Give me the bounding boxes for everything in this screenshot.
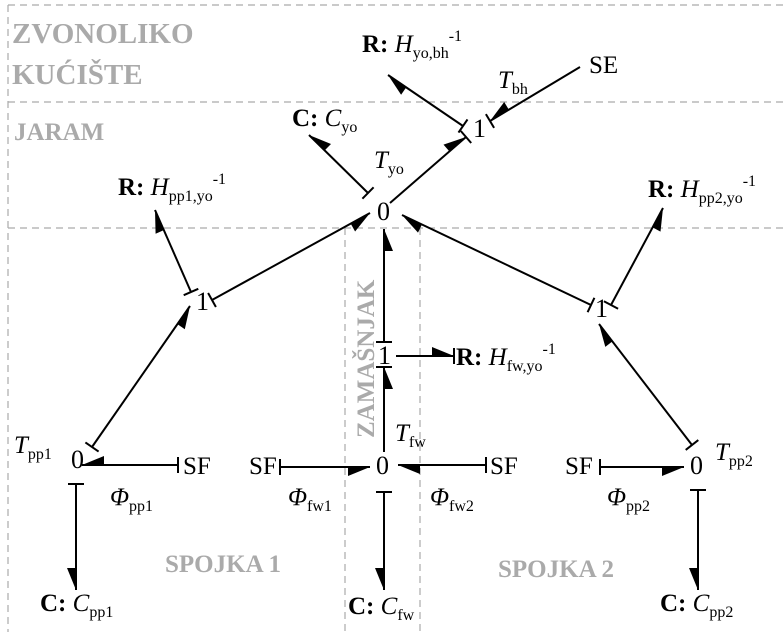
bond-0pp2-to-1right [598, 323, 699, 451]
junction-0-pp1: 0 [71, 445, 84, 474]
causal-stroke [207, 292, 217, 308]
bond-half-arrow [388, 75, 407, 95]
capacitor-flywheel-label: C: Cfw [348, 593, 415, 624]
resistor-pp1-label: R: Hpp1,yo-1 [118, 171, 226, 205]
effort-source-label: SE [589, 52, 618, 79]
flux-pp2-label: Φpp2 [607, 484, 650, 515]
torque-yoke-label: Tyo [374, 147, 404, 178]
bond-1top-to-r-bh [387, 74, 469, 134]
bond-half-arrow [155, 210, 164, 234]
flow-source-1: SF [183, 453, 211, 480]
bond-1mid-to-r-fw [396, 347, 455, 364]
flow-source-2: SF [249, 453, 277, 480]
bond-half-arrow [384, 229, 393, 251]
causal-stroke [361, 186, 375, 200]
bond-sf2-to-0fw [279, 459, 370, 476]
region-clutch2: SPOJKA 2 [498, 556, 614, 583]
bond-line [154, 209, 192, 293]
causal-stroke [603, 300, 619, 310]
region-clutch1: SPOJKA 1 [165, 551, 281, 578]
bond-0center-to-c-yo [308, 134, 375, 200]
bond-0pp1-to-c-pp1 [67, 483, 84, 590]
bond-sf3-to-0fw [398, 457, 487, 474]
causal-stroke [457, 118, 469, 134]
torque-pp1-label: Tpp1 [14, 432, 52, 463]
flow-source-3: SF [490, 453, 518, 480]
bond-0center-to-1top [389, 130, 472, 204]
bond-half-arrow [432, 347, 454, 356]
capacitor-pp2-label: C: Cpp2 [660, 590, 733, 621]
causal-stroke [84, 441, 100, 453]
bond-line [598, 323, 693, 446]
bond-1left-to-0center [207, 212, 371, 308]
bond-half-arrow [384, 367, 393, 389]
flux-pp1-label: Φpp1 [110, 484, 153, 515]
bond-half-arrow [350, 213, 370, 232]
bond-line [211, 212, 371, 301]
bond-line [308, 134, 369, 194]
bond-sf4-to-0pp2 [599, 459, 684, 476]
junction-1-top: 1 [473, 114, 486, 143]
causal-stroke [685, 439, 699, 451]
flux-fw1-label: Φfw1 [288, 484, 332, 515]
bond-half-arrow [348, 467, 370, 476]
flux-fw2-label: Φfw2 [430, 484, 474, 515]
bond-1mid-to-0center [376, 229, 393, 343]
junction-0-pp2: 0 [690, 451, 703, 480]
resistor-housing-label: R: Hyo,bh-1 [362, 28, 462, 62]
junction-1-right: 1 [595, 294, 608, 323]
bonds [67, 66, 706, 590]
junction-1-middle: 1 [378, 341, 391, 370]
bond-half-arrow [177, 306, 190, 330]
flow-source-4: SF [565, 453, 593, 480]
bond-line [401, 214, 592, 306]
bond-0fw-to-c-fw [375, 491, 392, 590]
causal-stroke [183, 287, 199, 297]
bond-half-arrow [652, 208, 663, 232]
bond-line [389, 136, 467, 204]
bond-sf1-to-0pp1 [82, 456, 179, 473]
capacitor-yoke-label: C: Cyo [292, 105, 357, 136]
bond-half-arrow [309, 135, 331, 151]
resistor-flywheel-label: R: Hfw,yo-1 [456, 341, 556, 375]
bond-half-arrow [375, 568, 384, 590]
junction-1-left: 1 [196, 287, 209, 316]
region-housing-line1: ZVONOLIKO [12, 18, 194, 50]
causal-stroke [460, 130, 472, 144]
bond-half-arrow [490, 102, 509, 121]
torque-flywheel-label: Tfw [395, 420, 426, 451]
bond-half-arrow [443, 137, 466, 152]
causal-stroke [586, 297, 596, 313]
bond-line [387, 74, 464, 127]
region-dividers [7, 4, 783, 632]
region-flywheel: ZAMAŠNJAK [352, 279, 380, 438]
bond-line [91, 305, 191, 448]
junction-0-center: 0 [377, 197, 390, 226]
bond-se-to-1top [485, 66, 581, 129]
bond-1right-to-0center [401, 214, 596, 313]
region-housing-line2: KUĆIŠTE [12, 58, 143, 91]
bond-1right-to-r-pp2 [603, 207, 664, 310]
bond-half-arrow [67, 568, 76, 590]
junction-0-flywheel: 0 [376, 451, 389, 480]
bond-0pp2-to-c-pp2 [689, 489, 706, 590]
region-yoke: JARAM [14, 119, 104, 146]
causal-stroke [485, 113, 495, 129]
bond-half-arrow [398, 465, 420, 474]
torque-bh-label: Tbh [498, 67, 528, 98]
bond-half-arrow [402, 215, 422, 233]
bond-0pp1-to-1left [84, 305, 191, 453]
bond-half-arrow [599, 324, 613, 347]
bond-1left-to-r-pp1 [154, 209, 199, 297]
bond-0fw-to-1mid [376, 366, 393, 452]
torque-pp2-label: Tpp2 [715, 439, 753, 470]
resistor-pp2-label: R: Hpp2,yo-1 [648, 173, 756, 207]
bond-half-arrow [689, 568, 698, 590]
capacitor-pp1-label: C: Cpp1 [40, 590, 113, 621]
bond-half-arrow [82, 456, 104, 465]
bond-half-arrow [662, 467, 684, 476]
